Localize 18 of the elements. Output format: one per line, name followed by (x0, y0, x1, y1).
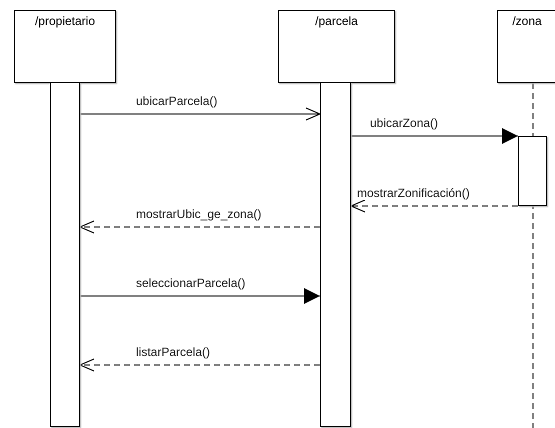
message-arrow (350, 200, 518, 212)
edge-label: seleccionarParcela() (135, 276, 246, 290)
edge-label: ubicarParcela() (135, 94, 218, 108)
message-arrow (80, 108, 320, 120)
edge-label: mostrarUbic_ge_zona() (135, 207, 262, 221)
edge-label: ubicarZona() (369, 116, 440, 130)
object-box: /zona (497, 10, 555, 83)
activation-bar (50, 82, 80, 427)
activation-bar (320, 82, 351, 427)
message-arrow (80, 358, 320, 372)
message-arrow (80, 220, 320, 234)
activation-bar (518, 136, 547, 206)
message-arrow (350, 128, 518, 144)
object-box: /parcela (278, 10, 395, 83)
object-box: /propietario (14, 10, 116, 83)
edge-label: listarParcela() (135, 345, 212, 359)
message-arrow (80, 288, 320, 304)
edge-label: mostrarZonificación() (356, 186, 471, 200)
